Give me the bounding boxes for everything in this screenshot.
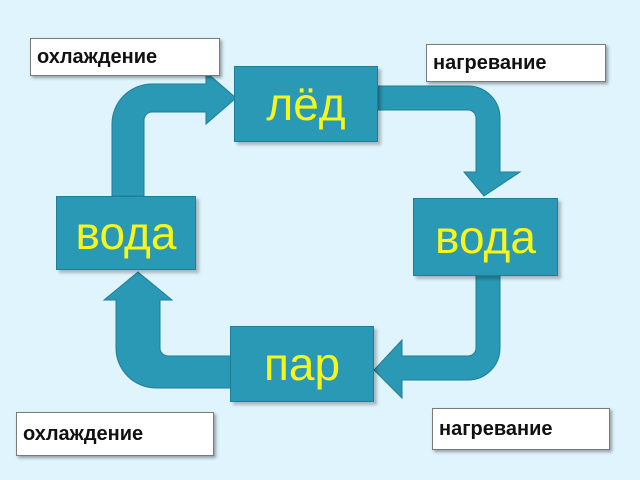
arrow-water-to-steam <box>373 273 501 400</box>
label-heating-bottom-text: нагревание <box>439 417 553 440</box>
state-water-right-label: вода <box>435 211 536 263</box>
state-ice: лёд <box>234 66 378 142</box>
label-cooling-bottom: охлаждение <box>16 412 214 456</box>
label-heating-top: нагревание <box>426 44 606 82</box>
state-water-left: вода <box>56 196 196 270</box>
arrow-steam-to-water <box>102 271 233 389</box>
label-heating-top-text: нагревание <box>433 51 547 74</box>
label-cooling-top: охлаждение <box>30 38 220 76</box>
label-cooling-bottom-text: охлаждение <box>23 422 144 445</box>
label-cooling-top-text: охлаждение <box>37 45 158 68</box>
state-ice-label: лёд <box>266 78 346 130</box>
state-water-left-label: вода <box>75 207 177 259</box>
arrow-water-to-ice <box>111 70 237 197</box>
state-steam: пар <box>230 326 374 402</box>
state-steam-label: пар <box>263 338 341 390</box>
label-heating-bottom: нагревание <box>432 408 610 450</box>
state-water-right: вода <box>413 198 558 276</box>
arrow-ice-to-water <box>377 85 522 197</box>
